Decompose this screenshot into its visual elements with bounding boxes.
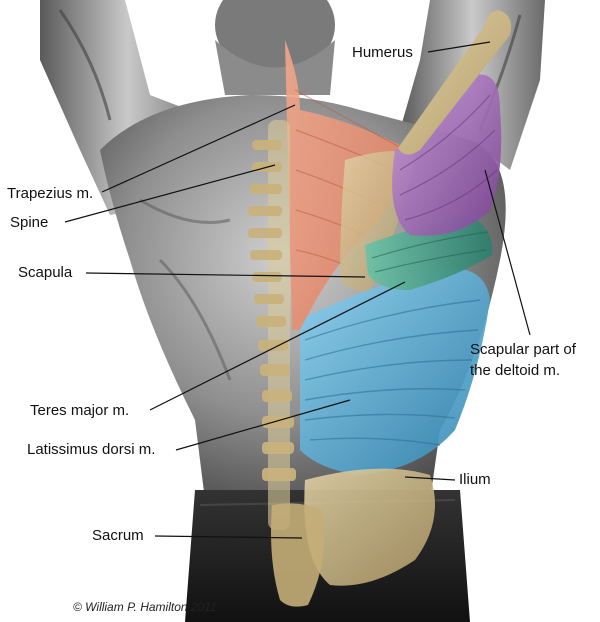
label-latissimus: Latissimus dorsi m.	[27, 441, 156, 458]
deltoid-muscle	[392, 74, 502, 236]
pelvis-bones	[271, 468, 435, 607]
label-deltoid-line1: Scapular part of	[470, 341, 576, 358]
label-sacrum: Sacrum	[92, 527, 144, 544]
leader-lines	[64, 41, 531, 539]
label-teres-major: Teres major m.	[30, 402, 130, 419]
latissimus-dorsi-muscle	[300, 268, 490, 475]
teres-major-muscle	[365, 215, 493, 290]
label-deltoid-line2: the deltoid m.	[470, 362, 561, 379]
label-humerus: Humerus	[352, 44, 413, 61]
spine-bones	[248, 120, 296, 530]
label-spine: Spine	[10, 214, 49, 231]
label-trapezius: Trapezius m.	[7, 185, 94, 202]
label-scapula: Scapula	[18, 264, 73, 281]
copyright-credit: © William P. Hamilton 2011	[73, 600, 217, 614]
head	[215, 0, 335, 95]
label-ilium: Ilium	[459, 471, 491, 488]
humerus-bone	[398, 10, 512, 155]
